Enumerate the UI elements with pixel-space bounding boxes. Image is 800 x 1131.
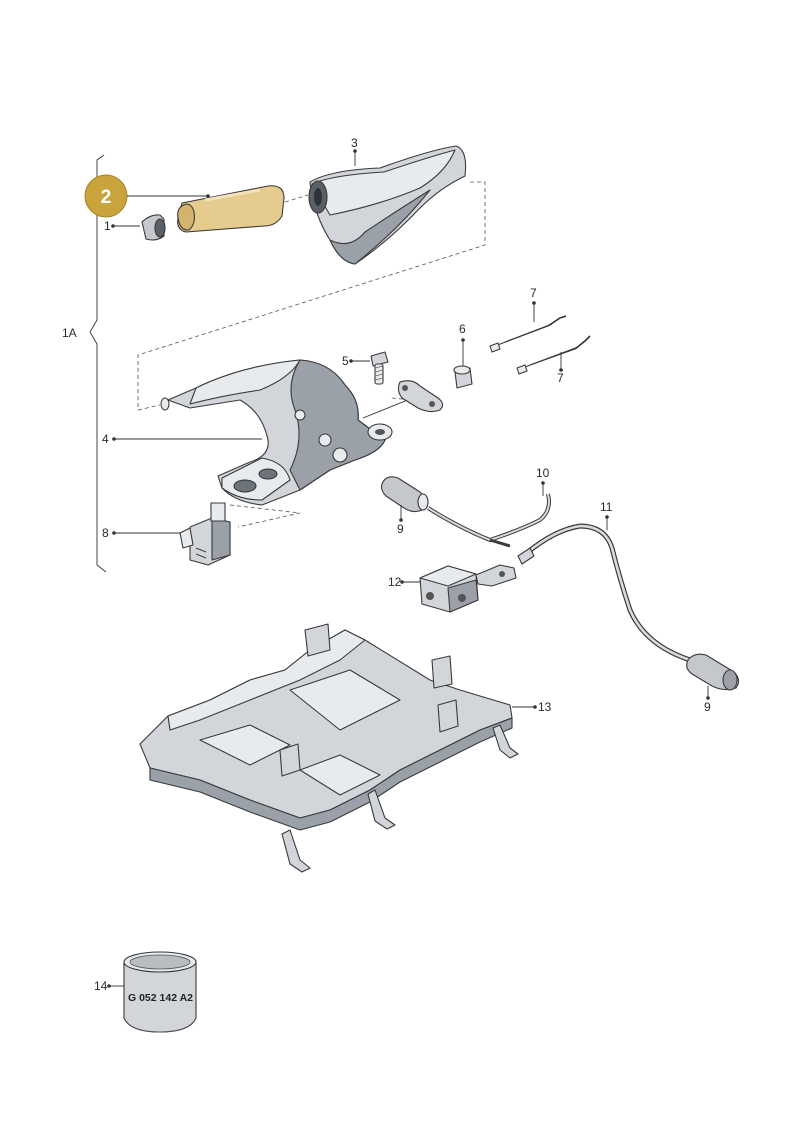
part-4-lever[interactable]: [160, 359, 421, 506]
callout-6: 6: [459, 322, 466, 336]
callout-14: 14: [94, 979, 108, 993]
part-11-cable[interactable]: [517, 523, 691, 663]
part-13-base-plate[interactable]: [139, 623, 519, 873]
callout-10: 10: [536, 466, 550, 480]
callout-12: 12: [388, 575, 402, 589]
callout-13: 13: [538, 700, 552, 714]
callout-7-lower: 7: [557, 371, 564, 385]
group-bracket-1a: 1A: [62, 154, 107, 573]
callout-7-upper: 7: [530, 286, 537, 300]
callout-8: 8: [102, 526, 109, 540]
part-7-cable-lower[interactable]: [516, 335, 591, 375]
callout-9-upper: 9: [397, 522, 404, 536]
part-1-end-cap[interactable]: [141, 214, 166, 241]
part-2-handle-grip[interactable]: [177, 185, 285, 233]
part-14-sealant[interactable]: G 052 142 A2: [123, 951, 197, 1033]
part-12-cable-bracket[interactable]: [419, 564, 517, 613]
part-14-code: G 052 142 A2: [128, 992, 193, 1004]
callout-3: 3: [351, 136, 358, 150]
highlighted-callout-label: 2: [101, 187, 112, 208]
callout-4: 4: [102, 432, 109, 446]
part-9-boot-upper[interactable]: [380, 476, 429, 513]
callout-11: 11: [600, 500, 613, 514]
part-8-switch[interactable]: [179, 502, 231, 566]
callouts: 1 3 4 5 6 7 7 8 9 10 11 12 9: [94, 136, 711, 993]
callout-5: 5: [342, 354, 349, 368]
part-10-cable[interactable]: [426, 493, 551, 548]
highlighted-callout-2[interactable]: 2: [84, 174, 210, 218]
part-7-cable-upper[interactable]: [489, 315, 567, 353]
part-6-sleeve[interactable]: [453, 365, 473, 389]
part-3-gaiter[interactable]: [308, 145, 467, 265]
part-9-boot-lower[interactable]: [686, 653, 740, 691]
callout-9-lower: 9: [704, 700, 711, 714]
callout-1a: 1A: [62, 326, 77, 340]
part-5-bolt[interactable]: [370, 351, 389, 385]
cable-equaliser[interactable]: [397, 380, 444, 413]
callout-1: 1: [104, 219, 111, 233]
